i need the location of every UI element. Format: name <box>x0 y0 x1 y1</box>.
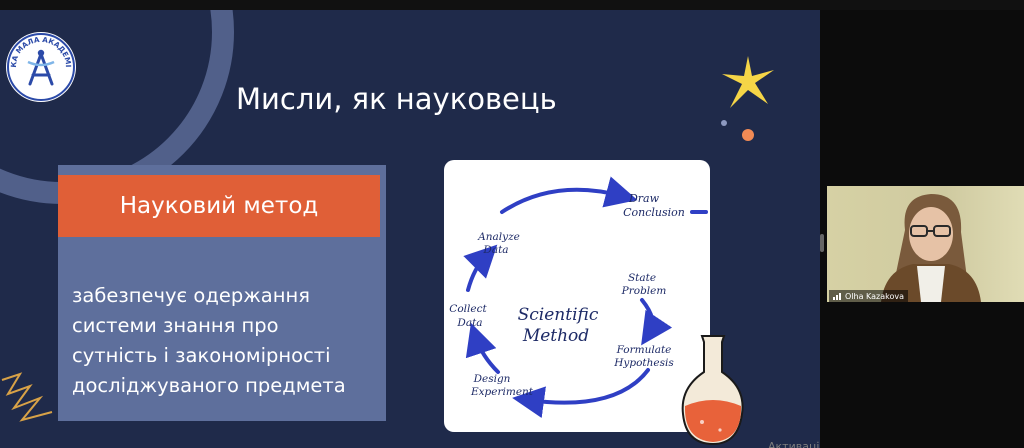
step-state-2: Problem <box>621 285 667 297</box>
sparkle-icon <box>722 56 774 108</box>
scientific-method-diagram: Draw Conclusion Analyze Data State Probl… <box>444 160 710 432</box>
panel-description: забезпечує одержання системи знання про … <box>72 281 382 401</box>
panel-line: системи знання про <box>72 314 279 337</box>
step-design-2: Experiment <box>470 386 534 398</box>
method-panel: Науковий метод забезпечує одержання сист… <box>58 165 386 421</box>
center-label-1: Scientific <box>518 305 599 325</box>
step-analyze-1: Analyze <box>477 231 520 243</box>
decorative-dot-orange <box>742 129 754 141</box>
step-draw-1: Draw <box>628 192 660 205</box>
step-design-1: Design <box>473 373 511 385</box>
step-draw-2: Conclusion <box>623 206 685 219</box>
arrow-formulate-to-design <box>512 368 650 419</box>
step-formulate-2: Hypothesis <box>613 357 674 369</box>
participant-video-tile[interactable]: Olha Kazakova <box>827 186 1024 302</box>
panel-divider-handle[interactable] <box>820 234 824 252</box>
panel-header: Науковий метод <box>58 175 380 237</box>
scribble-decoration <box>1 372 53 422</box>
panel-line: досліджуваного предмета <box>72 374 346 397</box>
arrow-design-to-collect <box>465 322 500 374</box>
cycle-diagram: Draw Conclusion Analyze Data State Probl… <box>449 176 708 419</box>
participant-name: Olha Kazakova <box>845 291 905 301</box>
step-formulate-1: Formulate <box>616 344 672 356</box>
top-bar <box>0 0 1024 10</box>
step-analyze-2: Data <box>482 244 508 256</box>
arrow-state-to-formulate <box>640 298 673 346</box>
decorative-dot <box>721 120 727 126</box>
panel-line: забезпечує одержання <box>72 284 310 307</box>
presentation-slide: КИЇВСЬКА МАЛА АКАДЕМІЯ НАУК Мисли, як на… <box>0 10 820 448</box>
academy-logo-icon: КИЇВСЬКА МАЛА АКАДЕМІЯ НАУК <box>3 25 75 101</box>
participant-image <box>881 194 981 302</box>
arrow-collect-to-analyze <box>463 244 498 292</box>
flask-icon <box>681 335 744 446</box>
center-label-2: Method <box>522 326 589 346</box>
logo-badge: КИЇВСЬКА МАЛА АКАДЕМІЯ НАУК <box>3 25 76 102</box>
participant-name-tag: Olha Kazakova <box>829 290 909 302</box>
step-collect-1: Collect <box>449 303 487 315</box>
slide-title: Мисли, як науковець <box>236 82 557 116</box>
signal-bars-icon <box>833 292 841 300</box>
panel-line: сутність і закономірності <box>72 344 331 367</box>
arrow-analyze-to-draw <box>500 176 638 214</box>
step-collect-2: Data <box>456 317 482 329</box>
activation-watermark: Активація Windows <box>768 440 820 448</box>
step-state-1: State <box>628 272 656 284</box>
